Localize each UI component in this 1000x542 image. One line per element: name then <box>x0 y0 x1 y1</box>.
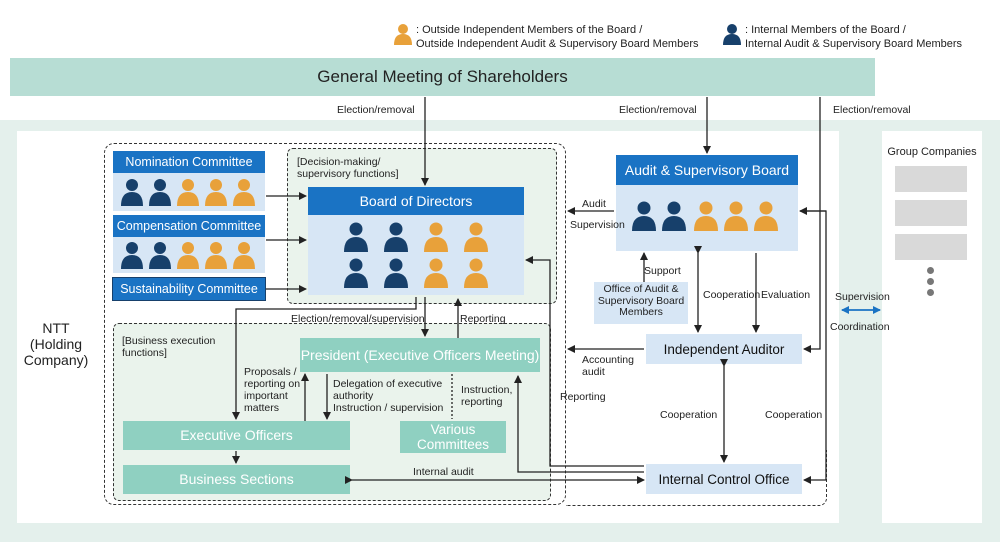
legend-outside-label: : Outside Independent Members of the Boa… <box>416 24 699 50</box>
nomination-committee: Nomination Committee <box>113 151 265 173</box>
business-execution-label: [Business execution functions] <box>122 335 216 359</box>
reporting-label-1: Reporting <box>460 313 506 325</box>
member-icons <box>632 201 778 231</box>
office-of-audit-board: Office of Audit & Supervisory Board Memb… <box>594 282 688 324</box>
compensation-committee: Compensation Committee <box>113 215 265 237</box>
audit-label: Audit <box>582 198 606 210</box>
board-members <box>308 215 524 295</box>
internal-member-icon <box>723 24 741 45</box>
legend-internal-label: : Internal Members of the Board / Intern… <box>745 24 963 50</box>
nomination-members <box>113 173 265 211</box>
member-icons <box>344 222 488 288</box>
member-icons <box>121 242 255 269</box>
various-committees: Various Committees <box>400 421 506 453</box>
group-company-box <box>895 234 967 260</box>
decision-making-label: [Decision-making/ supervisory functions] <box>297 156 399 180</box>
supervision-group-label: Supervision <box>835 291 890 303</box>
cooperation-label-2: Cooperation <box>660 409 718 421</box>
decision-making-area <box>104 143 566 505</box>
executive-officers: Executive Officers <box>123 421 350 450</box>
ellipsis-dot <box>927 289 934 296</box>
general-meeting-of-shareholders: General Meeting of Shareholders <box>10 58 875 96</box>
audit-supervisory-board: Audit & Supervisory Board <box>616 155 798 185</box>
audit-board-members <box>616 185 798 251</box>
compensation-members <box>113 237 265 273</box>
ellipsis-dot <box>927 267 934 274</box>
group-company-box <box>895 200 967 226</box>
ellipsis-dot <box>927 278 934 285</box>
cooperation-label-1: Cooperation <box>703 289 761 301</box>
cooperation-label-3: Cooperation <box>765 409 823 421</box>
group-companies-area <box>882 131 982 523</box>
independent-auditor: Independent Auditor <box>646 334 802 364</box>
delegation-label: Delegation of executive authority Instru… <box>333 378 444 414</box>
proposals-label: Proposals / reporting on important matte… <box>244 366 301 414</box>
reporting-label-2: Reporting <box>560 391 606 403</box>
support-label: Support <box>644 265 681 277</box>
supervision-label: Supervision <box>570 219 625 231</box>
sustainability-committee: Sustainability Committee <box>112 277 266 301</box>
ntt-holding-company-label: NTT (Holding Company) <box>23 320 89 368</box>
accounting-audit-label: Accounting audit <box>582 354 634 378</box>
board-of-directors: Board of Directors <box>308 187 524 215</box>
group-companies-title: Group Companies <box>887 146 977 158</box>
member-icons <box>121 179 255 206</box>
evaluation-label: Evaluation <box>761 289 811 301</box>
election-removal-label-1: Election/removal <box>337 104 415 116</box>
internal-control-office: Internal Control Office <box>646 464 802 494</box>
outside-member-icon <box>394 24 412 45</box>
coordination-label: Coordination <box>830 321 890 333</box>
election-removal-label-3: Election/removal <box>833 104 911 116</box>
instruction-reporting-label: Instruction, reporting <box>461 384 513 408</box>
business-sections: Business Sections <box>123 465 350 494</box>
president-executive-officers-meeting: President (Executive Officers Meeting) <box>300 338 540 372</box>
election-removal-label-2: Election/removal <box>619 104 697 116</box>
group-company-box <box>895 166 967 192</box>
internal-audit-label: Internal audit <box>413 466 474 478</box>
election-removal-supervision-label: Election/removal/supervision <box>291 313 425 325</box>
